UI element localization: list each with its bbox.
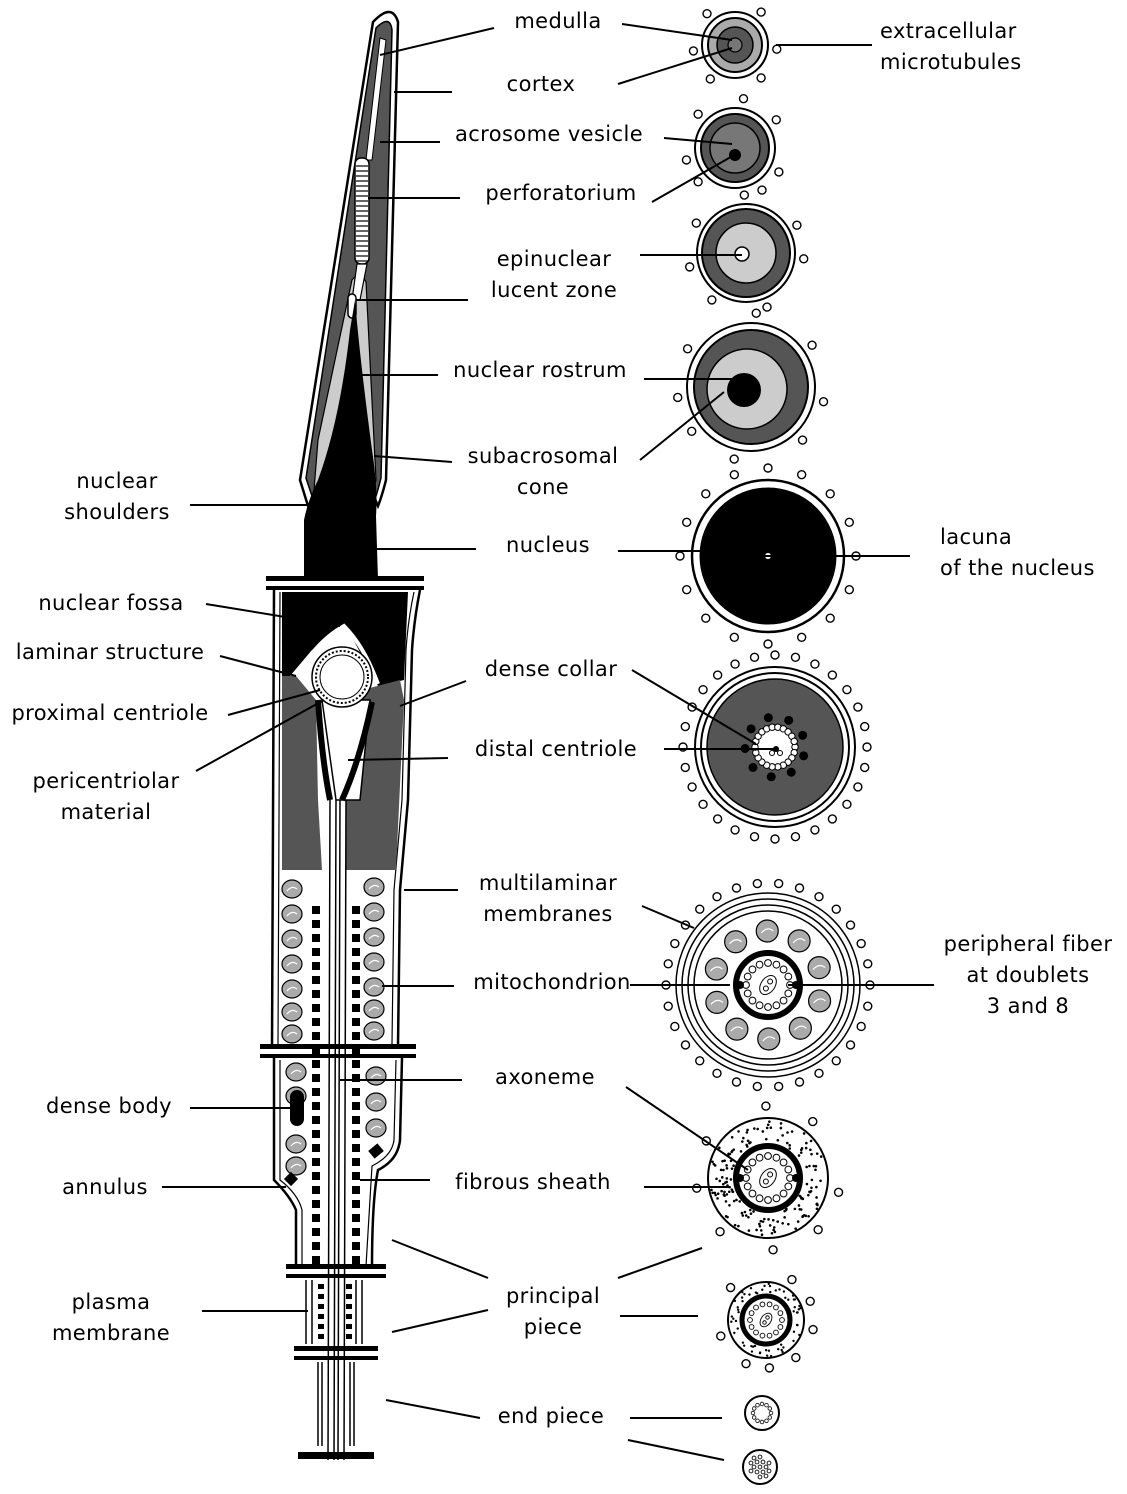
mitochondrion-longitudinal (282, 880, 302, 898)
cross-section-acrosome-tip (702, 12, 768, 78)
label-multilaminar-membranes: multilaminar membranes (479, 868, 617, 930)
cross-section-epinuclear (697, 204, 795, 302)
mitochondrion-longitudinal (282, 930, 302, 948)
cross-sections (662, 8, 874, 1484)
label-end-piece: end piece (498, 1401, 604, 1432)
label-subacrosomal-cone: subacrosomal cone (468, 441, 619, 503)
end-piece-terminal-bar (298, 1452, 374, 1459)
mitochondrion-longitudinal (364, 1022, 384, 1040)
cross-section-end-piece-lower (743, 1450, 777, 1484)
mitochondrion-longitudinal (286, 1063, 306, 1081)
label-medulla: medulla (514, 6, 601, 37)
mitochondrion-longitudinal (366, 1093, 386, 1111)
label-annulus: annulus (62, 1172, 148, 1203)
midpiece-annulus-bars (260, 1044, 416, 1058)
label-dense-collar: dense collar (485, 654, 617, 685)
label-plasma-membrane: plasma membrane (52, 1287, 170, 1349)
label-mitochondrion: mitochondrion (473, 967, 631, 998)
mitochondrion-longitudinal (286, 1157, 306, 1175)
label-distal-centriole: distal centriole (475, 734, 637, 765)
axoneme-longitudinal (328, 800, 346, 1460)
mitochondrion-longitudinal (364, 928, 384, 946)
label-pericentriolar-material: pericentriolar material (33, 766, 180, 828)
neck-junction-bars (266, 576, 424, 590)
cross-section-rostrum (687, 323, 815, 451)
label-axoneme: axoneme (495, 1062, 595, 1093)
label-dense-body: dense body (46, 1091, 172, 1122)
mitochondrion-longitudinal (282, 955, 302, 973)
label-nucleus: nucleus (506, 530, 590, 561)
mitochondrion-longitudinal (366, 1067, 386, 1085)
label-nuclear-shoulders: nuclear shoulders (64, 466, 170, 528)
label-cortex: cortex (507, 69, 576, 100)
label-nuclear-rostrum: nuclear rostrum (453, 355, 627, 386)
label-peripheral-fiber: peripheral fiber at doublets 3 and 8 (944, 929, 1113, 1022)
label-nuclear-fossa: nuclear fossa (38, 588, 183, 619)
label-acrosome-vesicle: acrosome vesicle (455, 119, 643, 150)
mitochondria-longitudinal (282, 878, 386, 1175)
label-lacuna-of-the-nucleus: lacuna of the nucleus (940, 522, 1095, 584)
mitochondrion-longitudinal (364, 878, 384, 896)
mitochondrion-longitudinal (282, 1025, 302, 1043)
dense-body (290, 1090, 304, 1126)
cross-section-distal-centriole (695, 667, 855, 827)
mitochondrion-longitudinal (282, 905, 302, 923)
label-epinuclear-lucent-zone: epinuclear lucent zone (491, 244, 617, 306)
mitochondrion-longitudinal (286, 1135, 306, 1153)
label-perforatorium: perforatorium (485, 178, 636, 209)
end-piece-membrane (318, 1362, 354, 1446)
mitochondrion-longitudinal (364, 978, 384, 996)
mitochondrion-longitudinal (364, 903, 384, 921)
proximal-centriole (312, 647, 372, 707)
cross-section-fibrous-sheath (708, 1118, 828, 1238)
cross-section-end-piece-upper (745, 1396, 779, 1430)
label-laminar-structure: laminar structure (16, 637, 205, 668)
cross-section-principal-piece (728, 1282, 804, 1358)
mitochondrion-longitudinal (282, 1003, 302, 1021)
mitochondrion-longitudinal (364, 1000, 384, 1018)
mitochondrion-longitudinal (364, 953, 384, 971)
label-proximal-centriole: proximal centriole (11, 698, 208, 729)
annulus-marker-right (368, 1143, 384, 1158)
label-extracellular-microtubules: extracellular microtubules (880, 16, 1022, 78)
mitochondrion-longitudinal (366, 1119, 386, 1137)
label-fibrous-sheath: fibrous sheath (455, 1167, 611, 1198)
mitochondrion-longitudinal (282, 980, 302, 998)
cross-section-perforatorium (695, 108, 775, 188)
label-principal-piece: principal piece (506, 1281, 600, 1343)
